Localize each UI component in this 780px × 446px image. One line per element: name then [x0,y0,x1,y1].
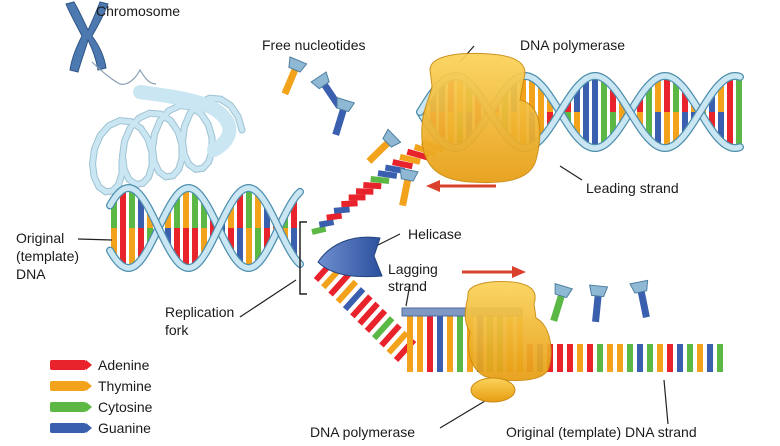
legend-label-thymine: Thymine [98,378,152,394]
free-nucleotide-base-1 [319,79,343,109]
fork-lower-rung-8 [371,316,395,341]
legend-tip-cytosine [86,402,92,412]
free-nucleotide-base-0 [281,64,300,96]
fork-lower-rung-6 [357,301,380,326]
free-nucleotide-phosphate-3 [382,128,402,148]
free-nucleotide-phosphate-2 [336,96,356,113]
label-dna-polymerase-top: DNA polymerase [520,37,625,53]
fork-upper-rung-1 [318,219,335,228]
parent-helix-backbone-1 [107,185,303,271]
legend: Adenine Thymine Cytosine Guanine [50,357,153,436]
legend-tip-thymine [86,381,92,391]
legend-tip-adenine [86,360,92,370]
legend-swatch-cytosine [50,402,86,412]
fork-upper-rung-12 [399,153,421,165]
free-nucleotide-1 [310,71,343,109]
chromosome-icon [65,1,157,85]
free-nucleotide-0 [281,56,308,96]
fork-upper-rung-11 [392,159,414,170]
legend-item-thymine: Thymine [50,378,152,394]
lagging-strand-direction-arrow [462,266,526,278]
leader-line-4 [239,279,297,318]
fork-lower-rung-10 [386,330,409,355]
leader-line-1 [559,165,583,181]
parent-helix-backbone-0 [107,185,303,271]
label-original-template-dna-line1: Original [16,230,64,246]
label-replication-fork-line1: Replication [165,304,234,320]
fork-lower-rung-4 [342,287,366,312]
leader-line-5 [405,283,411,307]
chromatin-coil [88,85,246,196]
label-dna-polymerase-bottom: DNA polymerase [310,424,415,440]
legend-label-guanine: Guanine [98,420,151,436]
fork-upper-rung-0 [311,225,327,235]
label-leading-strand: Leading strand [586,180,679,196]
dna-polymerase-top-enzyme [421,52,541,184]
free-nucleotide-base-2 [332,105,348,136]
legend-item-adenine: Adenine [50,357,150,373]
fork-upper-rung-2 [326,212,343,221]
fork-upper-rung-9 [377,170,398,179]
label-helicase: Helicase [408,226,462,242]
leader-line-2 [77,238,113,241]
label-lagging-strand-line1: Lagging [388,261,438,277]
leader-line-6 [439,397,491,429]
fork-lower-rung-3 [335,279,359,304]
free-nucleotide-phosphate-4 [399,167,419,182]
free-nucleotides-group [281,56,650,323]
free-nucleotide-base-7 [637,287,650,319]
helicase-enzyme [317,236,383,278]
free-nucleotide-base-5 [550,291,566,322]
fork-lower-rung-9 [379,323,402,348]
legend-label-cytosine: Cytosine [98,399,153,415]
free-nucleotide-phosphate-6 [589,284,609,298]
leader-line-7 [663,379,669,425]
leading-strand-direction-arrow [426,180,496,192]
free-nucleotide-base-4 [399,175,412,207]
free-nucleotide-7 [629,279,650,319]
fork-upper-rung-7 [363,182,382,190]
legend-label-adenine: Adenine [98,357,150,373]
fork-upper-rung-3 [333,206,350,214]
legend-swatch-guanine [50,423,86,433]
legend-swatch-thymine [50,381,86,391]
dna-polymerase-bottom-enzyme [464,281,552,403]
fork-lower-rung-2 [328,272,351,297]
label-original-template-dna-line3: DNA [16,266,46,282]
fork-upper-rung-8 [370,176,390,184]
legend-tip-guanine [86,423,92,433]
fork-upper-rung-4 [341,200,358,208]
free-nucleotide-6 [589,284,609,323]
free-nucleotide-phosphate-5 [554,282,574,299]
replication-fork-bracket [299,221,307,295]
label-replication-fork-line2: fork [165,322,189,338]
leader-lines [77,45,669,429]
label-free-nucleotides: Free nucleotides [262,37,366,53]
free-nucleotide-base-3 [366,137,393,164]
free-nucleotide-phosphate-7 [629,279,649,294]
legend-swatch-adenine [50,360,86,370]
fork-lower-rung-7 [364,308,388,333]
free-nucleotide-4 [399,167,419,207]
fork-upper-rung-6 [355,188,374,195]
label-original-template-dna-line2: (template) [16,248,79,264]
legend-item-guanine: Guanine [50,420,151,436]
fork-upper-rung-13 [406,148,429,161]
legend-item-cytosine: Cytosine [50,399,153,415]
free-nucleotide-2 [332,96,356,136]
fork-lower-rung-5 [350,294,373,319]
chromatin-strand [133,85,237,157]
free-nucleotide-5 [550,282,574,322]
label-chromosome: Chromosome [96,3,180,19]
free-nucleotide-phosphate-0 [288,56,308,73]
label-lagging-strand-line2: strand [388,278,427,294]
free-nucleotide-phosphate-1 [310,71,330,90]
free-nucleotide-base-6 [592,291,602,323]
chromatin-coil-fill [89,95,245,195]
label-original-template-strand: Original (template) DNA strand [506,424,697,440]
free-nucleotide-3 [366,128,402,164]
